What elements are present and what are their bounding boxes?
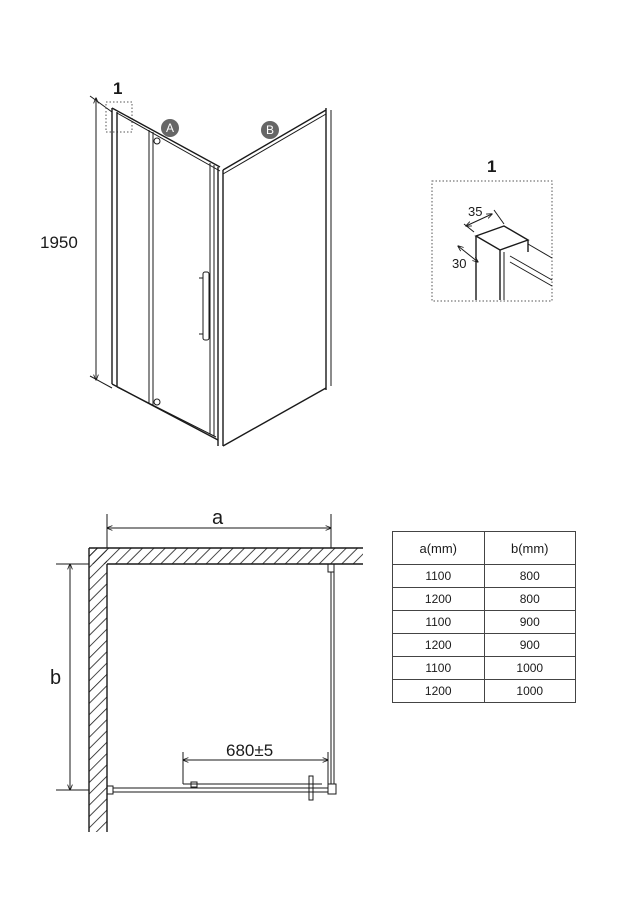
- panel-b-badge: [261, 121, 279, 139]
- detail-view: 1 35 30: [431, 157, 553, 302]
- table-cell: 1100: [392, 564, 485, 588]
- table-cell: 1000: [483, 679, 576, 703]
- table-header-a: a(mm): [392, 531, 485, 565]
- panel-a-label: A: [166, 121, 174, 135]
- detail-dim-width: 35: [468, 204, 482, 219]
- table-cell: 1200: [392, 679, 485, 703]
- plan-view: a b 680±5: [50, 507, 363, 832]
- table-row: 1200 1000: [392, 679, 576, 703]
- detail-marker: 1: [113, 79, 122, 98]
- isometric-view: 1950 1 A: [40, 79, 332, 447]
- size-table: a(mm) b(mm) 1100 800 1200 800 1100 900 1…: [392, 531, 576, 703]
- detail-title: 1: [487, 157, 496, 176]
- height-label: 1950: [40, 233, 78, 252]
- table-row: 1100 800: [392, 564, 576, 588]
- detail-frame: [431, 180, 553, 302]
- table-row: 1100 1000: [392, 656, 576, 680]
- table-cell: 1000: [483, 656, 576, 680]
- table-cell: 1100: [392, 610, 485, 634]
- top-wall: [89, 548, 363, 564]
- table-row: 1200 800: [392, 587, 576, 611]
- table-cell: 1200: [392, 587, 485, 611]
- width-label: a: [212, 507, 224, 529]
- door-handle: [202, 271, 210, 341]
- depth-label: b: [50, 667, 61, 689]
- table-header-b: b(mm): [483, 531, 576, 565]
- panel-a-badge: [161, 119, 179, 137]
- table-cell: 800: [483, 587, 576, 611]
- detail-dim-depth: 30: [452, 256, 466, 271]
- table-cell: 1100: [392, 656, 485, 680]
- table-row: 1200 900: [392, 633, 576, 657]
- table-row: 1100 900: [392, 610, 576, 634]
- table-cell: 900: [483, 610, 576, 634]
- left-wall: [89, 548, 107, 832]
- table-cell: 1200: [392, 633, 485, 657]
- table-cell: 900: [483, 633, 576, 657]
- table-header-row: a(mm) b(mm): [392, 531, 576, 565]
- table-cell: 800: [483, 564, 576, 588]
- panel-b-label: B: [266, 123, 274, 137]
- opening-label: 680±5: [226, 741, 273, 760]
